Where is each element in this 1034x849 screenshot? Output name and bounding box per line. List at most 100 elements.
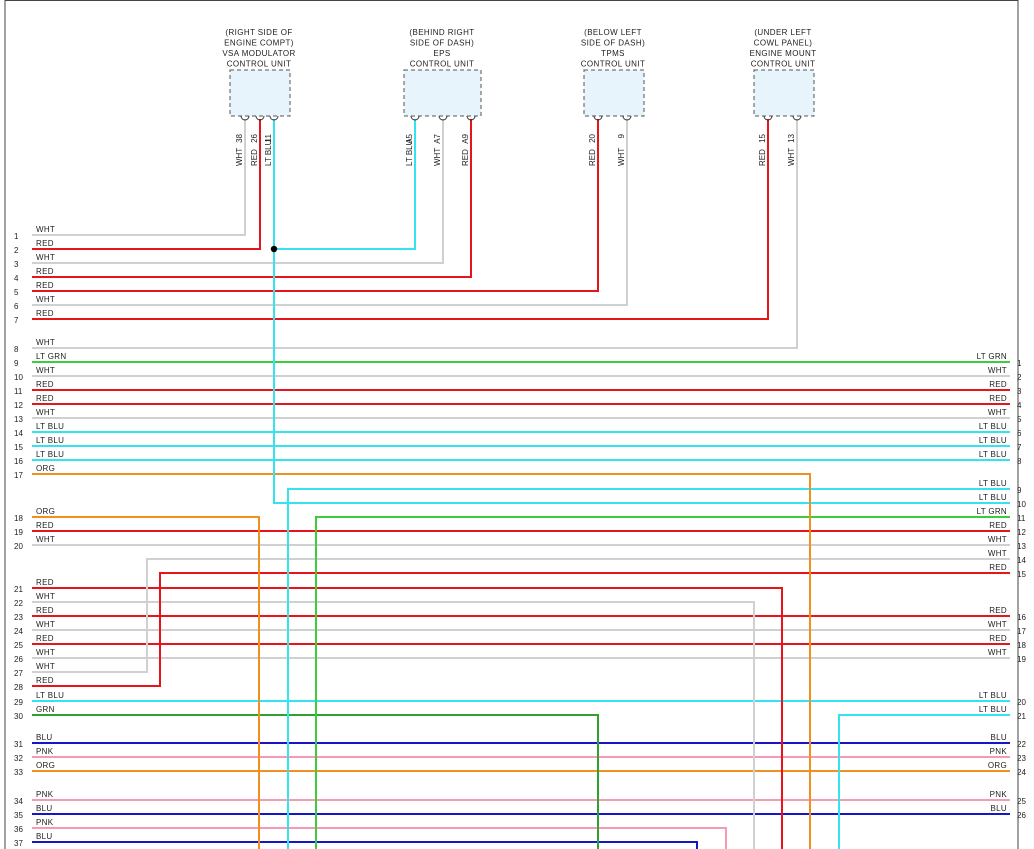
left-wire-label: LT BLU [36, 691, 64, 700]
left-wire-label: RED [36, 634, 54, 643]
right-wire-label: LT BLU [979, 691, 1007, 700]
control-unit-label: COWL PANEL) [754, 39, 813, 48]
module-wire-color: WHT [433, 148, 442, 166]
right-pin-number: 6 [1017, 429, 1022, 438]
module-pin-number: A5 [405, 133, 414, 143]
control-unit-label: (RIGHT SIDE OF [225, 28, 292, 37]
left-pin-number: 17 [14, 471, 23, 480]
module-pin-number: 13 [787, 133, 796, 142]
left-wire-label: RED [36, 267, 54, 276]
left-wire-label: WHT [36, 253, 55, 262]
left-pin-number: 10 [14, 373, 23, 382]
left-pin-number: 33 [14, 768, 23, 777]
left-wire-label: WHT [36, 338, 55, 347]
connector-pin [240, 115, 250, 121]
right-pin-number: 25 [1017, 797, 1026, 806]
control-unit-box [403, 69, 482, 117]
connector-pin [255, 115, 265, 121]
left-wire-label: WHT [36, 620, 55, 629]
right-pin-number: 21 [1017, 712, 1026, 721]
right-pin-number: 26 [1017, 811, 1026, 820]
left-pin-number: 5 [14, 288, 19, 297]
left-wire-label: RED [36, 606, 54, 615]
left-pin-number: 36 [14, 825, 23, 834]
right-wire-label: LT BLU [979, 422, 1007, 431]
right-pin-number: 23 [1017, 754, 1026, 763]
right-wire-label: LT GRN [977, 507, 1007, 516]
control-unit-label: EPS [433, 49, 450, 58]
left-wire-label: LT GRN [36, 352, 66, 361]
left-pin-number: 4 [14, 274, 19, 283]
module-pin-number: 26 [250, 133, 259, 142]
left-wire-label: BLU [36, 733, 52, 742]
connector-pin [763, 115, 773, 121]
right-wire-label: RED [989, 563, 1007, 572]
left-pin-number: 26 [14, 655, 23, 664]
module-wire-color: WHT [787, 148, 796, 166]
left-wire-label: ORG [36, 464, 55, 473]
right-wire-label: WHT [988, 366, 1007, 375]
wires-layer [32, 119, 1010, 849]
right-wire-label: LT BLU [979, 493, 1007, 502]
right-pin-number: 3 [1017, 387, 1022, 396]
left-wire-label: RED [36, 676, 54, 685]
left-pin-number: 12 [14, 401, 23, 410]
right-pin-number: 11 [1017, 514, 1026, 523]
right-wire-label: PNK [990, 790, 1008, 799]
left-pin-number: 2 [14, 246, 19, 255]
left-pin-number: 22 [14, 599, 23, 608]
splice-point [270, 245, 278, 253]
left-pin-number: 24 [14, 627, 23, 636]
left-pin-number: 6 [14, 302, 19, 311]
left-wire-label: WHT [36, 408, 55, 417]
connector-pin [792, 115, 802, 121]
module-wire-color: WHT [617, 148, 626, 166]
right-wire-label: BLU [991, 733, 1007, 742]
right-wire-label: RED [989, 606, 1007, 615]
control-unit-box [753, 69, 815, 117]
left-pin-number: 18 [14, 514, 23, 523]
right-wire-label: WHT [988, 620, 1007, 629]
control-unit-label: CONTROL UNIT [581, 60, 646, 69]
left-pin-number: 32 [14, 754, 23, 763]
left-pin-number: 15 [14, 443, 23, 452]
left-pin-number: 31 [14, 740, 23, 749]
right-wire-label: LT BLU [979, 450, 1007, 459]
right-pin-number: 15 [1017, 570, 1026, 579]
control-unit-label: (BELOW LEFT [584, 28, 642, 37]
left-pin-number: 3 [14, 260, 19, 269]
right-wire-label: WHT [988, 549, 1007, 558]
control-unit-label: CONTROL UNIT [751, 60, 816, 69]
left-wire-label: RED [36, 394, 54, 403]
right-wire-label: WHT [988, 535, 1007, 544]
module-pin-number: A7 [433, 133, 442, 143]
diagram-frame [4, 0, 1019, 849]
left-pin-number: 37 [14, 839, 23, 848]
right-wire-label: ORG [988, 761, 1007, 770]
control-unit-label: VSA MODULATOR [222, 49, 295, 58]
right-wire-label: RED [989, 521, 1007, 530]
module-wire-color: RED [461, 149, 470, 166]
right-wire-label: RED [989, 394, 1007, 403]
right-pin-number: 24 [1017, 768, 1026, 777]
control-unit-label: ENGINE MOUNT [749, 49, 816, 58]
right-wire-label: LT BLU [979, 705, 1007, 714]
left-wire-label: GRN [36, 705, 55, 714]
right-wire-label: PNK [990, 747, 1008, 756]
left-wire-label: WHT [36, 295, 55, 304]
right-pin-number: 19 [1017, 655, 1026, 664]
right-pin-number: 7 [1017, 443, 1022, 452]
control-unit-label: (BEHIND RIGHT [409, 28, 474, 37]
module-wire-color: WHT [235, 148, 244, 166]
module-wire-color: RED [250, 149, 259, 166]
control-unit-label: CONTROL UNIT [227, 60, 292, 69]
module-wire-color: LT BLU [405, 139, 414, 166]
right-wire-label: RED [989, 380, 1007, 389]
right-pin-number: 4 [1017, 401, 1022, 410]
left-pin-number: 9 [14, 359, 19, 368]
control-unit-label: CONTROL UNIT [410, 60, 475, 69]
left-pin-number: 34 [14, 797, 23, 806]
